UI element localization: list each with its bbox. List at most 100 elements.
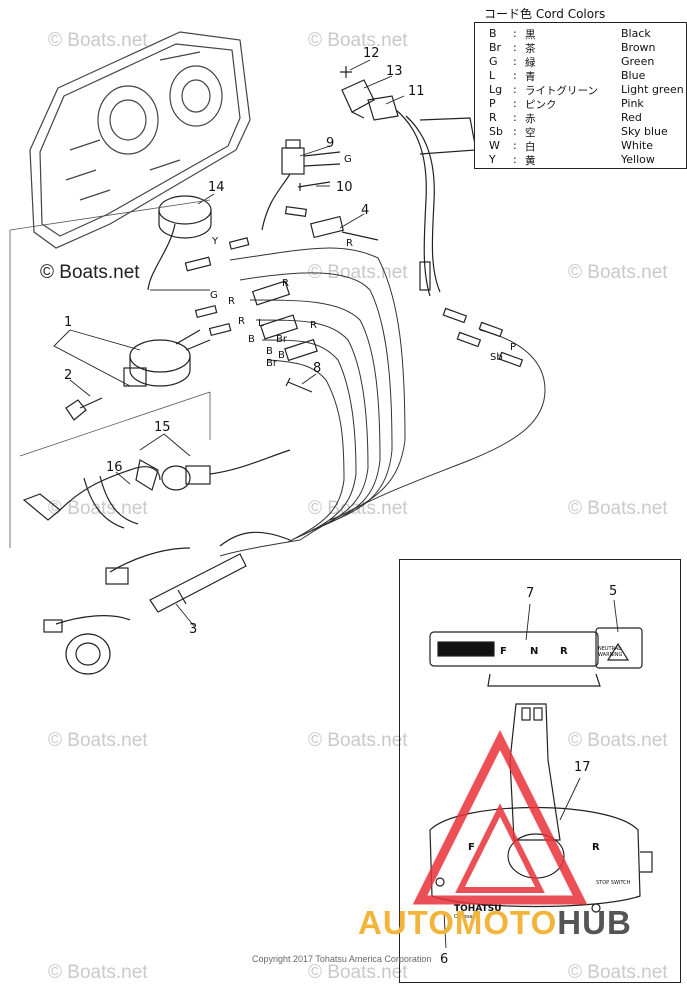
inset-box: [399, 559, 681, 983]
legend-jp: ピンク: [525, 99, 557, 111]
legend-separator: :: [513, 41, 517, 54]
wire-label: Br: [266, 358, 277, 369]
callout-2: 2: [64, 368, 73, 383]
wire-label: Sb: [490, 352, 503, 363]
legend-code: Y: [489, 153, 496, 166]
part-15-stop-switch: [22, 449, 291, 529]
meter-housing: [29, 31, 251, 249]
part-11-harness: [367, 95, 477, 297]
callout-8: 8: [313, 361, 322, 376]
callout-6: 6: [440, 952, 449, 967]
watermark: © Boats.net: [568, 498, 668, 519]
callout-11: 11: [408, 84, 425, 99]
leader-lines: [443, 599, 619, 949]
legend-en: Pink: [621, 97, 644, 110]
tohatsu-brand-mark: TOHATSU: [454, 904, 502, 914]
legend-code: Br: [489, 41, 502, 54]
wire-label: R: [228, 296, 235, 307]
switch-plate-label: NEUTRAL WARNING: [598, 646, 623, 658]
legend-jp: 赤: [525, 113, 536, 125]
watermark: © Boats.net: [308, 30, 408, 51]
legend-code: Lg: [489, 83, 503, 96]
part-4-fuse: [310, 215, 379, 241]
callout-1: 1: [64, 315, 73, 330]
part-13-clip: [340, 66, 375, 119]
wire-label: B: [248, 334, 255, 345]
wire-label: P: [510, 342, 517, 353]
wire-label: G: [344, 154, 352, 165]
callout-16: 16: [106, 460, 123, 475]
callout-5: 5: [609, 584, 618, 599]
legend-jp: 茶: [525, 43, 536, 55]
wire-label: Y: [212, 236, 219, 247]
legend-jp: 緑: [525, 57, 536, 69]
part-3-harness: [43, 531, 291, 675]
wire-label: R: [310, 320, 317, 331]
wire-label: B: [266, 346, 273, 357]
legend-separator: :: [513, 97, 517, 110]
gauge-letter-f: F: [500, 646, 507, 657]
wire-label: Br: [276, 334, 287, 345]
part-9-relay: [261, 139, 341, 231]
legend-title: コード色 Cord Colors: [484, 7, 606, 21]
connectors: [184, 205, 524, 368]
copyright-notice: Copyright 2017 Tohatsu America Corporati…: [252, 954, 432, 964]
legend-code: B: [489, 27, 497, 40]
legend-en: Red: [621, 111, 642, 124]
legend-jp: 黒: [525, 29, 536, 41]
part-10-screw: [297, 181, 331, 191]
legend-en: Green: [621, 55, 655, 68]
legend-jp: 白: [525, 141, 536, 153]
watermark: © Boats.net: [308, 962, 408, 983]
watermark: © Boats.net: [308, 730, 408, 751]
legend-jp: 黄: [525, 155, 536, 167]
legend-separator: :: [513, 111, 517, 124]
watermark: © Boats.net: [48, 30, 148, 51]
watermark: © Boats.net: [568, 962, 668, 983]
legend-separator: :: [513, 55, 517, 68]
legend-en: Light green: [621, 83, 684, 96]
stop-switch-label: STOP SWITCH: [596, 880, 631, 886]
watermark: © Boats.net: [40, 262, 140, 283]
lever-letter-r: R: [592, 842, 600, 853]
legend-jp: ライトグリーン: [525, 85, 598, 97]
callout-13: 13: [386, 64, 403, 79]
watermark: © Boats.net: [568, 262, 668, 283]
callout-3: 3: [189, 622, 198, 637]
legend-code: Sb: [489, 125, 503, 138]
callout-17: 17: [574, 760, 591, 775]
callout-15: 15: [154, 420, 171, 435]
callout-9: 9: [326, 136, 335, 151]
wire-label: R: [238, 316, 245, 327]
wire-label: L: [258, 318, 264, 329]
wire-label: G: [210, 290, 218, 301]
tohatsu-brand-sub: Outboards: [454, 914, 481, 920]
wordmark-part-2: HUB: [557, 904, 632, 941]
automotohub-triangle-logo: [412, 729, 588, 905]
wire-label: B: [278, 350, 285, 361]
part-8-terminal: [285, 377, 313, 393]
legend-en: Sky blue: [621, 125, 668, 138]
callout-14: 14: [208, 180, 225, 195]
callout-12: 12: [363, 46, 380, 61]
callout-4: 4: [361, 203, 370, 218]
legend-code: W: [489, 139, 500, 152]
automotohub-wordmark: AUTOMOTOHUB: [358, 904, 632, 942]
gauge-letter-n: N: [530, 646, 539, 657]
part-14-buzzer: [147, 195, 212, 291]
lever-letter-f: F: [468, 842, 475, 853]
legend-separator: :: [513, 69, 517, 82]
legend-separator: :: [513, 125, 517, 138]
